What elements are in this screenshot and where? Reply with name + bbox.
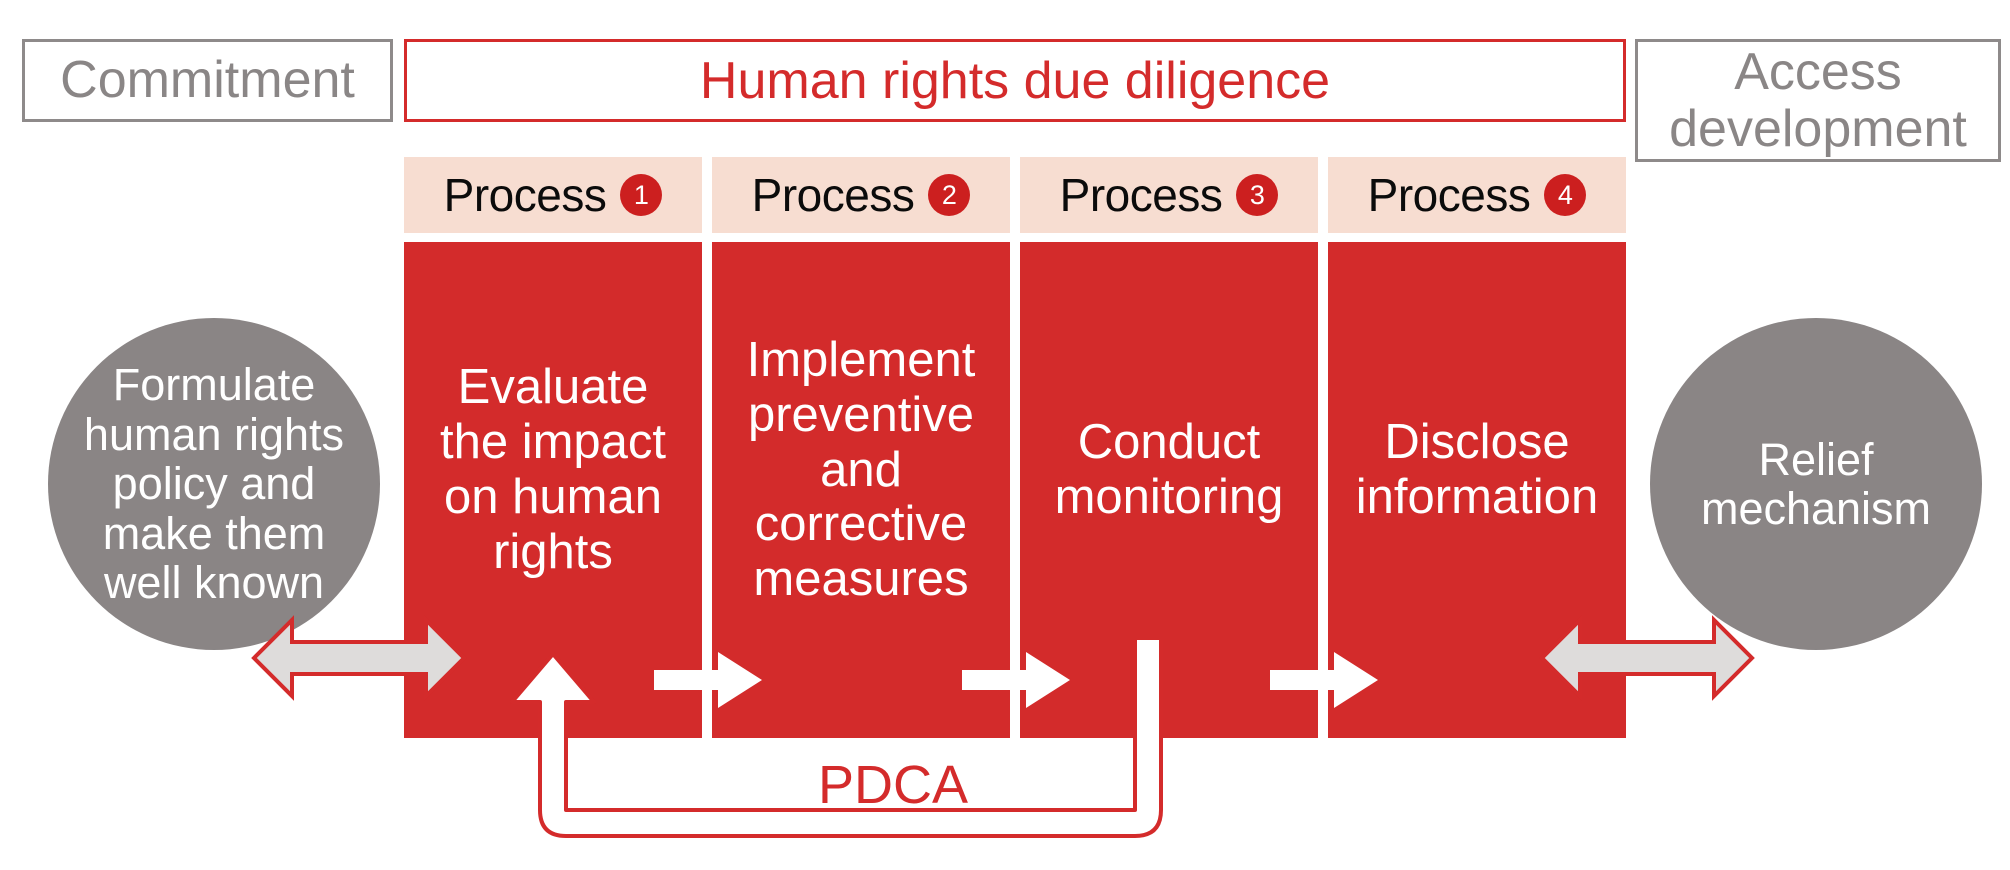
relief-mechanism-circle: Relief mechanism bbox=[1650, 318, 1982, 650]
process-header-label-3: Process bbox=[1059, 169, 1223, 221]
process-body-text-4: Disclose information bbox=[1355, 415, 1599, 524]
process-header-label-4: Process bbox=[1367, 169, 1531, 221]
process-column-3: Process 3 Conduct monitoring bbox=[1020, 157, 1318, 738]
process-number-badge-4: 4 bbox=[1544, 174, 1587, 216]
process-number-badge-3: 3 bbox=[1236, 174, 1279, 216]
process-body-text-2: Implement preventive and corrective meas… bbox=[746, 332, 976, 607]
commitment-circle-label: Formulate human rights policy and make t… bbox=[83, 359, 345, 609]
bidirectional-arrow-right-icon bbox=[1539, 615, 1755, 701]
process-header-3: Process 3 bbox=[1020, 157, 1318, 233]
process-number-badge-1: 1 bbox=[620, 174, 663, 216]
human-rights-due-diligence-frame: Human rights due diligence bbox=[404, 39, 1626, 122]
process-header-label-1: Process bbox=[443, 169, 607, 221]
process-body-text-3: Conduct monitoring bbox=[1054, 415, 1284, 524]
process-column-2: Process 2 Implement preventive and corre… bbox=[712, 157, 1010, 738]
process-body-3: Conduct monitoring bbox=[1020, 242, 1318, 738]
commitment-frame-label: Commitment bbox=[60, 51, 355, 110]
process-number-badge-2: 2 bbox=[928, 174, 971, 216]
process-header-1: Process 1 bbox=[404, 157, 702, 233]
bidirectional-arrow-left-icon bbox=[251, 615, 467, 701]
process-header-4: Process 4 bbox=[1328, 157, 1626, 233]
human-rights-due-diligence-title: Human rights due diligence bbox=[699, 51, 1331, 110]
access-development-frame: Access development bbox=[1635, 39, 2001, 162]
process-body-2: Implement preventive and corrective meas… bbox=[712, 242, 1010, 738]
relief-mechanism-circle-label: Relief mechanism bbox=[1700, 433, 1932, 534]
process-header-2: Process 2 bbox=[712, 157, 1010, 233]
process-strip: Process 1 Evaluate the impact on human r… bbox=[404, 157, 1626, 738]
process-body-text-1: Evaluate the impact on human rights bbox=[439, 360, 667, 579]
pdca-label: PDCA bbox=[818, 755, 969, 815]
commitment-frame: Commitment bbox=[22, 39, 393, 122]
access-development-frame-label: Access development bbox=[1669, 43, 1967, 158]
process-header-label-2: Process bbox=[751, 169, 915, 221]
commitment-circle: Formulate human rights policy and make t… bbox=[48, 318, 380, 650]
